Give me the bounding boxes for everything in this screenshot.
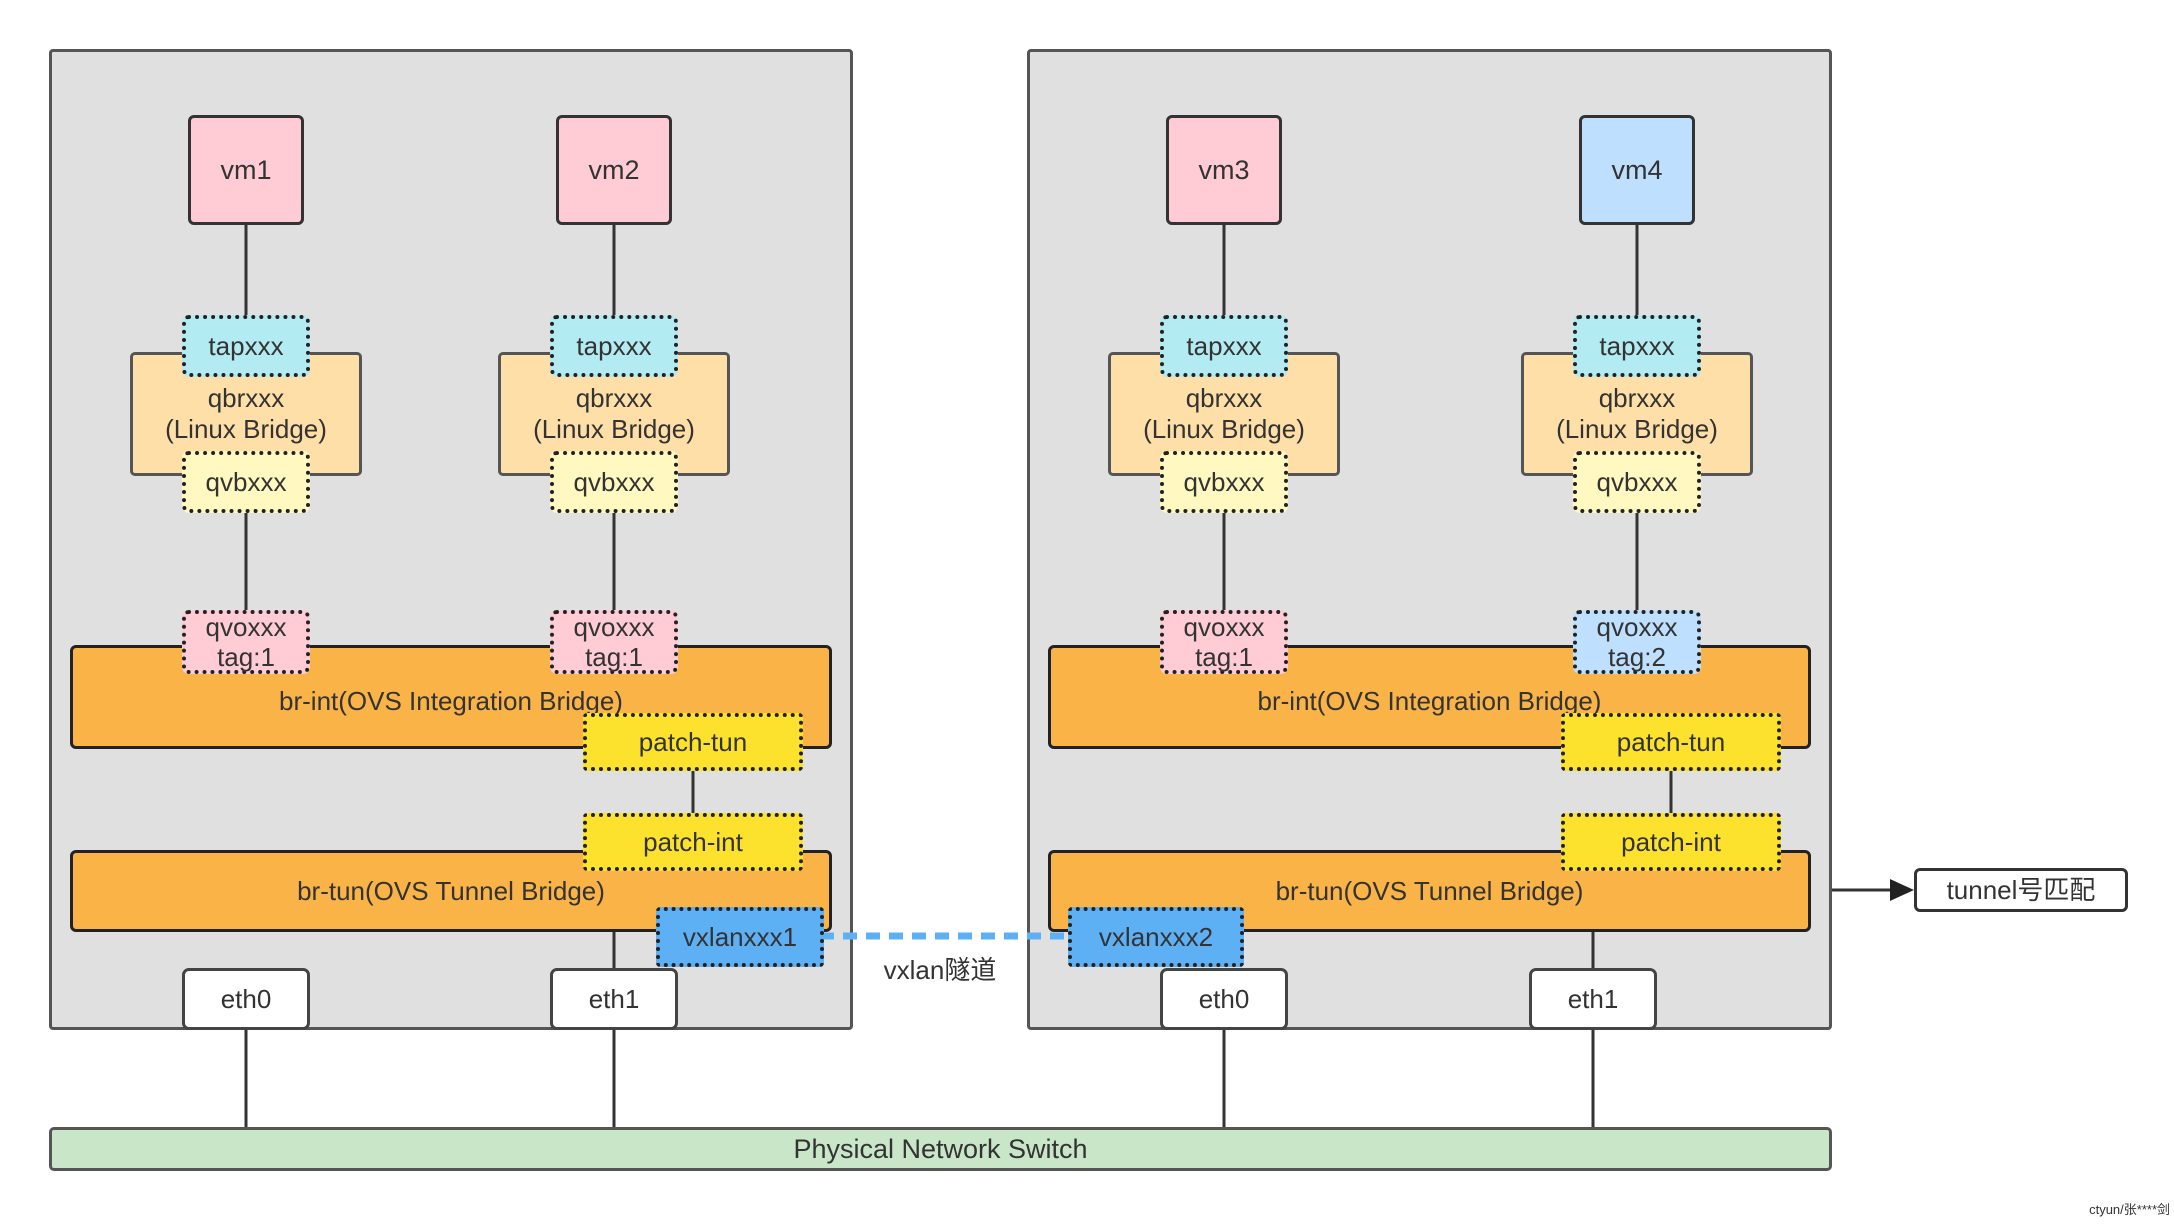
patch-tun-port-right[interactable]: patch-tun [1561, 713, 1781, 771]
vm3-box[interactable]: vm3 [1166, 115, 1282, 225]
qvo-tag: tag:1 [1195, 642, 1253, 672]
qvb-port-vm2[interactable]: qvbxxx [550, 451, 678, 513]
vm2-box[interactable]: vm2 [556, 115, 672, 225]
eth1-left[interactable]: eth1 [550, 968, 678, 1030]
vm4-box[interactable]: vm4 [1579, 115, 1695, 225]
qvo-port-vm1[interactable]: qvoxxx tag:1 [182, 610, 310, 674]
vm1-box[interactable]: vm1 [188, 115, 304, 225]
qvo-name: qvoxxx [1596, 612, 1678, 642]
watermark-credit: ctyun/张****剑 [2089, 1201, 2170, 1217]
vxlan-port-left[interactable]: vxlanxxx1 [656, 907, 824, 967]
qvo-port-vm4[interactable]: qvoxxx tag:2 [1573, 610, 1701, 674]
eth1-right[interactable]: eth1 [1529, 968, 1657, 1030]
tap-port-vm2[interactable]: tapxxx [550, 315, 678, 377]
arrow-head [1890, 879, 1914, 901]
qvb-port-vm3[interactable]: qvbxxx [1160, 451, 1288, 513]
vxlan-port-right[interactable]: vxlanxxx2 [1068, 907, 1244, 967]
qvo-tag: tag:2 [1608, 642, 1666, 672]
linux-bridge-type: (Linux Bridge) [1556, 414, 1718, 444]
vxlan-tunnel-label: vxlan隧道 [883, 954, 997, 985]
qvo-name: qvoxxx [1183, 612, 1265, 642]
tunnel-match-box[interactable]: tunnel号匹配 [1914, 868, 2128, 912]
qvb-port-vm4[interactable]: qvbxxx [1573, 451, 1701, 513]
patch-int-port-left[interactable]: patch-int [583, 813, 803, 871]
linux-bridge-type: (Linux Bridge) [1143, 414, 1305, 444]
patch-tun-port-left[interactable]: patch-tun [583, 713, 803, 771]
linux-bridge-vm3[interactable]: qbrxxx (Linux Bridge) [1108, 352, 1340, 476]
qvo-name: qvoxxx [205, 612, 287, 642]
linux-bridge-name: qbrxxx [575, 383, 653, 413]
patch-int-port-right[interactable]: patch-int [1561, 813, 1781, 871]
qvo-tag: tag:1 [217, 642, 275, 672]
linux-bridge-name: qbrxxx [207, 383, 285, 413]
eth0-right[interactable]: eth0 [1160, 968, 1288, 1030]
qvo-tag: tag:1 [585, 642, 643, 672]
physical-network-switch[interactable]: Physical Network Switch [49, 1127, 1832, 1171]
qvo-port-vm3[interactable]: qvoxxx tag:1 [1160, 610, 1288, 674]
linux-bridge-type: (Linux Bridge) [533, 414, 695, 444]
linux-bridge-name: qbrxxx [1598, 383, 1676, 413]
tap-port-vm3[interactable]: tapxxx [1160, 315, 1288, 377]
tap-port-vm1[interactable]: tapxxx [182, 315, 310, 377]
qvo-port-vm2[interactable]: qvoxxx tag:1 [550, 610, 678, 674]
linux-bridge-name: qbrxxx [1185, 383, 1263, 413]
tap-port-vm4[interactable]: tapxxx [1573, 315, 1701, 377]
qvb-port-vm1[interactable]: qvbxxx [182, 451, 310, 513]
linux-bridge-type: (Linux Bridge) [165, 414, 327, 444]
qvo-name: qvoxxx [573, 612, 655, 642]
eth0-left[interactable]: eth0 [182, 968, 310, 1030]
